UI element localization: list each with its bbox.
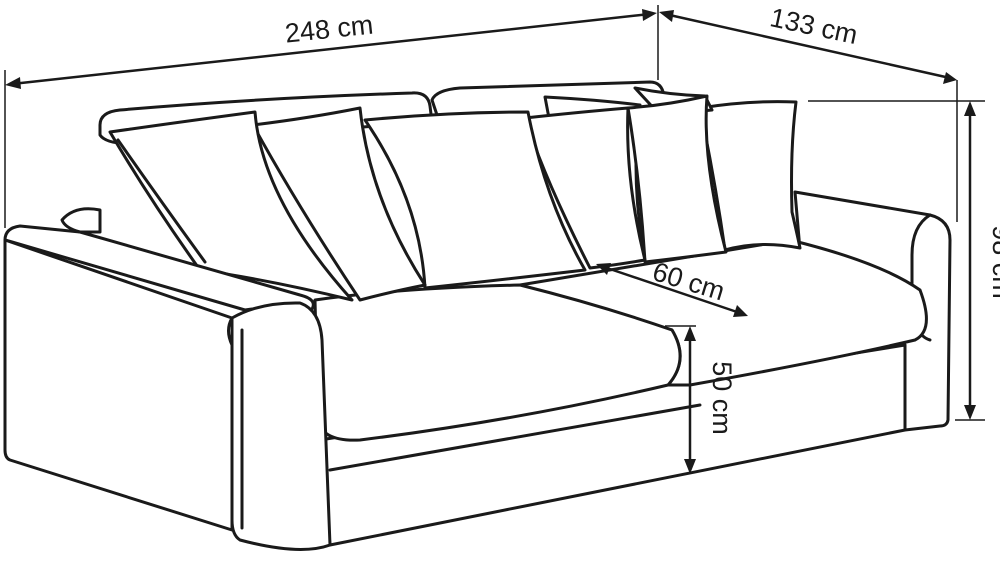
depth-arrow-left: [659, 10, 674, 22]
pillow-middle: [363, 110, 587, 290]
height-arrow-top: [964, 101, 976, 116]
seat-depth-arrow-right: [733, 305, 748, 317]
sofa-left-back-cap: [60, 207, 102, 234]
sofa-base-seam: [328, 403, 702, 472]
seat-height-label: 50 cm: [707, 361, 737, 435]
pillow-left-center: [251, 106, 427, 302]
seat-cushion-left: [313, 283, 682, 442]
seat-height-arrow-top: [684, 326, 696, 341]
pillow-left: [108, 110, 354, 302]
width-dimension-line: [11, 12, 651, 86]
height-arrow-bottom: [964, 405, 976, 420]
depth-arrow-right: [943, 72, 957, 84]
pillow-back-right: [698, 100, 802, 252]
pillow-left-inner-edge: [116, 138, 207, 264]
seat-height-arrow-bottom: [684, 459, 696, 474]
width-arrow-left: [5, 77, 21, 89]
depth-label: 133 cm: [767, 2, 860, 50]
width-label: 248 cm: [283, 10, 374, 49]
pillow-center-right: [626, 94, 728, 264]
pillow-center: [523, 106, 647, 270]
sofa-left-arm-front: [230, 301, 332, 551]
seat-depth-dimension-line: [603, 265, 741, 315]
seat-depth-arrow-left: [596, 263, 611, 275]
width-arrow-right: [642, 9, 657, 21]
depth-dimension-line: [664, 12, 951, 80]
height-label: 98 cm: [987, 225, 1000, 299]
